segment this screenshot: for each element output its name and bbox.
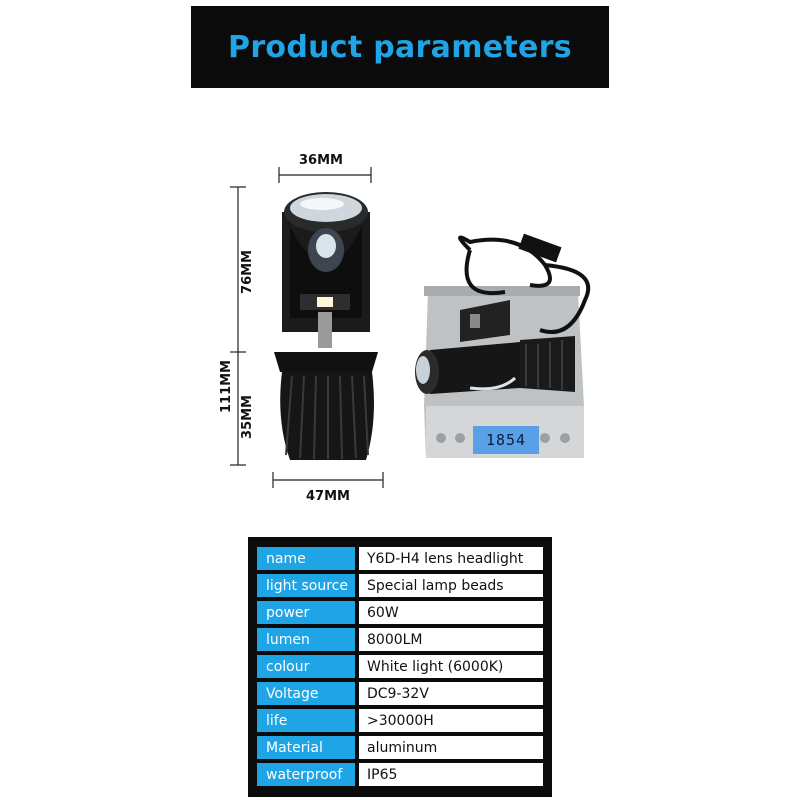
param-value: >30000H xyxy=(359,709,543,732)
table-row: light source Special lamp beads xyxy=(257,574,543,597)
table-row: waterproof IP65 xyxy=(257,763,543,786)
param-value: Y6D-H4 lens headlight xyxy=(359,547,543,570)
dimension-width-bottom: 47MM xyxy=(306,489,350,504)
scale-readout: 1854 xyxy=(485,431,527,449)
parameters-table: name Y6D-H4 lens headlight light source … xyxy=(248,537,552,797)
headlight-bulb xyxy=(274,192,378,460)
param-value: aluminum xyxy=(359,736,543,759)
table-row: Material aluminum xyxy=(257,736,543,759)
param-value: 60W xyxy=(359,601,543,624)
param-value: Special lamp beads xyxy=(359,574,543,597)
param-key: light source xyxy=(257,574,355,597)
param-value: DC9-32V xyxy=(359,682,543,705)
param-key: name xyxy=(257,547,355,570)
table-row: life >30000H xyxy=(257,709,543,732)
param-value: 8000LM xyxy=(359,628,543,651)
dimension-height-total: 111MM xyxy=(219,360,234,414)
param-key: colour xyxy=(257,655,355,678)
table-row: power 60W xyxy=(257,601,543,624)
dimension-height-upper: 76MM xyxy=(240,250,255,294)
bulbs-on-scale xyxy=(415,233,591,394)
header-banner: Product parameters xyxy=(191,6,609,88)
page-title: Product parameters xyxy=(228,29,572,65)
dimension-lines xyxy=(230,167,384,488)
table-row: lumen 8000LM xyxy=(257,628,543,651)
param-key: Material xyxy=(257,736,355,759)
table-row: colour White light (6000K) xyxy=(257,655,543,678)
dimension-height-lower: 35MM xyxy=(240,395,255,439)
param-key: Voltage xyxy=(257,682,355,705)
param-value: White light (6000K) xyxy=(359,655,543,678)
param-value: IP65 xyxy=(359,763,543,786)
param-key: power xyxy=(257,601,355,624)
table-row: name Y6D-H4 lens headlight xyxy=(257,547,543,570)
param-key: life xyxy=(257,709,355,732)
param-key: lumen xyxy=(257,628,355,651)
param-key: waterproof xyxy=(257,763,355,786)
dimension-width-top: 36MM xyxy=(299,153,343,168)
table-row: Voltage DC9-32V xyxy=(257,682,543,705)
